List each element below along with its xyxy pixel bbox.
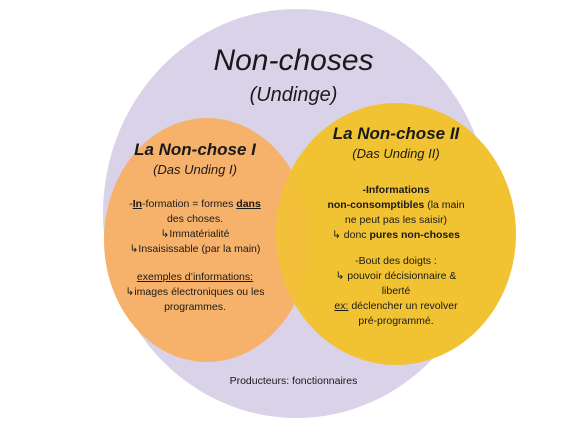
right-line9: pré-programmé. (358, 315, 434, 327)
right-line6: ↳ pouvoir décisionnaire & (335, 270, 457, 282)
left-line4: ↳Insaisissable (par la main) (129, 243, 261, 255)
left-examples-line1: ↳images électroniques ou les (125, 286, 265, 298)
right-line2: non-consomptibles (la main (296, 198, 496, 213)
right-line7: liberté (381, 285, 411, 297)
right-line8-label: ex: (334, 300, 349, 312)
left-section-subtitle: (Das Unding I) (153, 162, 237, 177)
left-examples-line2: programmes. (164, 301, 226, 313)
diagram-title: Non-choses (213, 44, 374, 77)
left-line1-mid: -formation = formes (142, 198, 237, 210)
right-line4-prefix: ↳ donc (332, 229, 370, 241)
left-line2: des choses. (166, 213, 224, 225)
right-line4-bold: pures non-choses (369, 229, 460, 241)
right-section-subtitle: (Das Unding II) (352, 146, 440, 161)
footer-producteurs: Producteurs: fonctionnaires (229, 375, 358, 387)
right-line3: ne peut pas les saisir) (344, 214, 448, 226)
circle-non-chose-2 (276, 103, 516, 365)
left-line1-underlined: In (132, 198, 143, 210)
left-line1-bold: dans (236, 198, 261, 210)
right-line5: -Bout des doigts : (355, 255, 437, 267)
right-line1: -Informations (362, 184, 430, 196)
left-line1-prefix: - (129, 198, 133, 210)
left-examples-label: exemples d’informations: (136, 271, 254, 283)
right-section-title: La Non-chose II (332, 124, 460, 143)
left-line-information: -In-formation = formes dans (104, 197, 286, 212)
diagram-subtitle: (Undinge) (249, 84, 338, 106)
left-line3: ↳Immatérialité (160, 228, 230, 240)
circle-non-chose-1 (104, 118, 310, 362)
right-line2-bold: non-consomptibles (327, 199, 425, 211)
right-line8-rest: déclencher un revolver (348, 300, 458, 312)
left-section-title: La Non-chose I (134, 140, 256, 159)
right-line2-rest: (la main (424, 199, 465, 211)
right-line4: ↳ donc pures non-choses (296, 228, 496, 243)
right-line8: ex: déclencher un revolver (296, 299, 496, 314)
